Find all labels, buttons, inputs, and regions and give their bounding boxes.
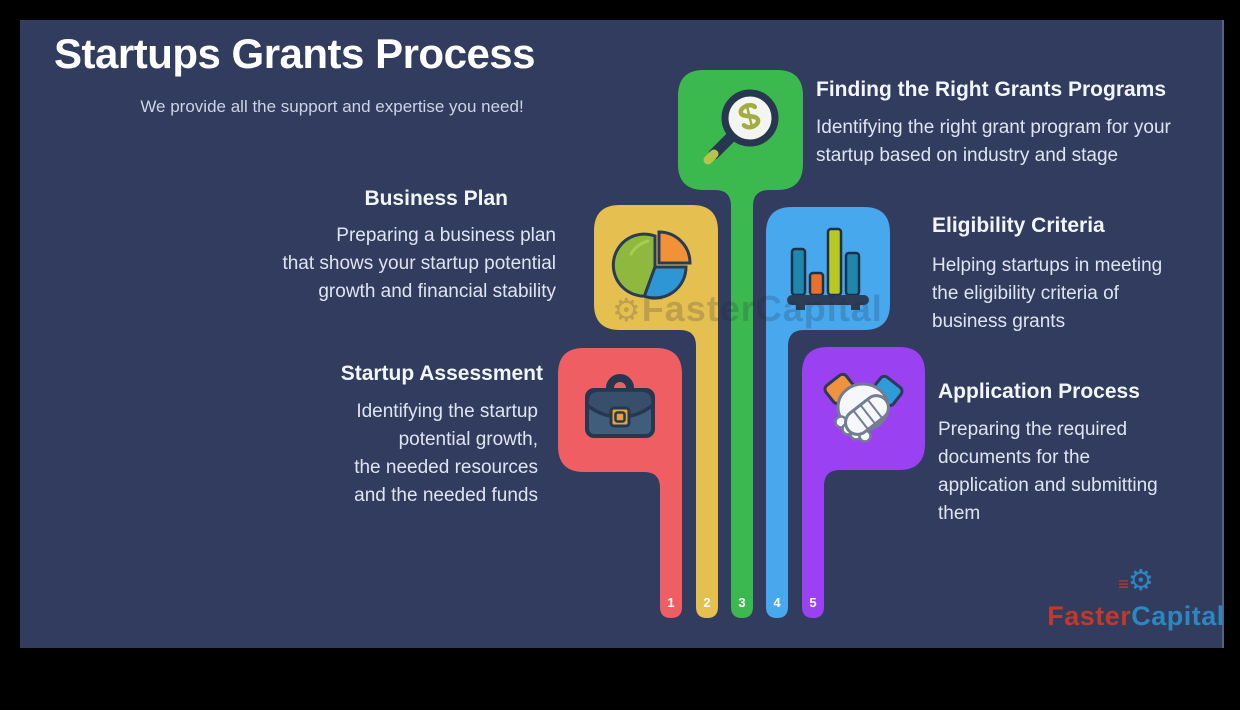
step-1-description: Identifying the startup potential growth… [354, 401, 538, 506]
step-2-number: 2 [703, 595, 711, 610]
step-5-description: Preparing the required documents for the… [938, 419, 1158, 524]
watermark-gear-icon: ⚙ [612, 292, 642, 328]
handshake-icon [823, 372, 904, 443]
logo-text-faster: Faster [1047, 601, 1132, 631]
step-4-description: Helping startups in meeting the eligibil… [932, 255, 1163, 332]
gear-icon: ⚙ [1127, 565, 1154, 597]
page-title: Startups Grants Process [54, 30, 536, 77]
step-3-number: 3 [738, 595, 746, 610]
step-4-heading: Eligibility Criteria [932, 214, 1105, 237]
watermark: ⚙FasterCapital [612, 288, 883, 330]
step-5-heading: Application Process [938, 380, 1140, 403]
page-subtitle: We provide all the support and expertise… [140, 97, 524, 116]
step-5-number: 5 [809, 595, 817, 610]
bar-chart-icon [787, 227, 869, 310]
finding-grants-shape [678, 70, 803, 618]
step-1-heading: Startup Assessment [340, 362, 543, 385]
pie-chart-icon [611, 230, 692, 300]
watermark-text: FasterCapital [641, 288, 883, 329]
application-process-shape [802, 347, 925, 618]
step-2-heading: Business Plan [364, 187, 508, 210]
step-3-description: Identifying the right grant program for … [816, 117, 1171, 166]
content-area [20, 20, 1224, 648]
business-plan-shape [594, 205, 718, 618]
briefcase-icon [585, 374, 655, 438]
step-1-number: 1 [667, 595, 675, 610]
logo-text-capital: Capital [1131, 601, 1225, 631]
money-magnifier-icon [703, 89, 779, 165]
fastercapital-logo: ≡⚙ FasterCapital [1046, 564, 1226, 631]
speed-lines-icon: ≡ [1118, 574, 1128, 594]
step-3-heading: Finding the Right Grants Programs [816, 78, 1167, 101]
step-2-description: Preparing a business plan that shows you… [282, 225, 556, 302]
step-4-number: 4 [773, 595, 781, 610]
